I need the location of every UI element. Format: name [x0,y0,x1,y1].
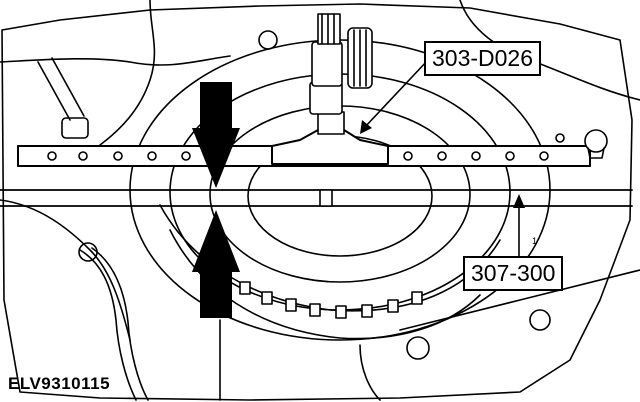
case-bolt [555,133,565,143]
tool-callout-label: 307-300 [463,256,564,291]
gauge-stem [317,111,345,135]
housing-contour [0,199,131,341]
gauge-side-knob-ribs [353,29,367,87]
leader-number: 1 [532,236,538,246]
leader-line [363,59,429,129]
housing-contour [399,269,640,331]
reference-plate [0,189,633,207]
case-bolt [258,30,278,50]
case-outline [1,3,633,401]
bar-end-knob-stem [587,147,605,159]
drum-base [219,319,381,401]
case-bolt [529,309,551,331]
gauge-body [311,41,343,87]
cable [79,247,149,401]
leader-arrowhead [360,120,372,134]
drum-teeth [239,281,423,319]
gauge-cap-ribs [321,13,335,45]
arrow-down-icon [192,82,240,188]
tool-callout-label: 303-D026 [424,41,542,76]
rod-collar [61,117,89,139]
arrow-up-icon [192,210,240,318]
case-bolt [406,336,430,360]
housing-contour [0,0,231,146]
gauge-foot [271,129,389,165]
diagonal-rod [37,57,85,121]
pilot-pin [319,189,333,207]
bar-end-knob [584,129,608,153]
cable-clip [78,242,98,262]
bar-holes [47,151,549,161]
figure-id: ELV9310115 [8,374,111,393]
leader-arrowhead [513,194,525,208]
